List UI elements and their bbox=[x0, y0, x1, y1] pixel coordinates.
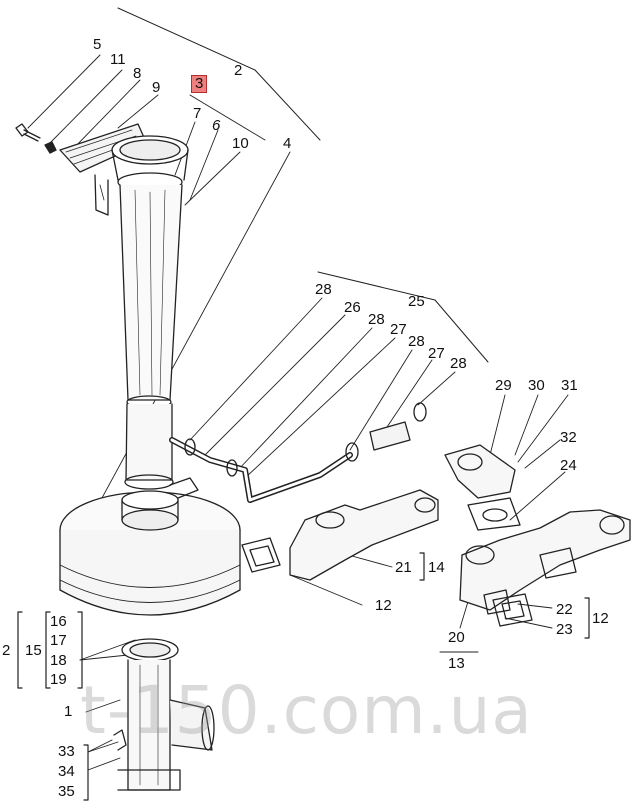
callout-28-b[interactable]: 28 bbox=[368, 311, 385, 328]
leader-lines bbox=[27, 54, 569, 771]
callout-34[interactable]: 34 bbox=[58, 763, 75, 780]
bolt-5 bbox=[15, 123, 41, 142]
callout-17[interactable]: 17 bbox=[50, 632, 67, 649]
callout-29[interactable]: 29 bbox=[495, 377, 512, 394]
callout-24[interactable]: 24 bbox=[560, 457, 577, 474]
callout-35[interactable]: 35 bbox=[58, 783, 75, 800]
callout-6[interactable]: 6 bbox=[212, 117, 221, 134]
callout-28-a[interactable]: 28 bbox=[315, 281, 332, 298]
callout-22[interactable]: 22 bbox=[556, 601, 573, 618]
watermark: t-150.com.ua bbox=[80, 672, 533, 749]
callout-11[interactable]: 11 bbox=[110, 51, 126, 68]
callout-2-left[interactable]: 2 bbox=[2, 642, 11, 659]
callout-14[interactable]: 14 bbox=[428, 559, 445, 576]
callout-13[interactable]: 13 bbox=[448, 655, 465, 672]
manifold-20 bbox=[459, 509, 631, 615]
callout-23[interactable]: 23 bbox=[556, 621, 573, 638]
callout-28-c[interactable]: 28 bbox=[408, 333, 425, 350]
callout-16[interactable]: 16 bbox=[50, 613, 67, 630]
callout-33[interactable]: 33 bbox=[58, 743, 75, 760]
manifold-21 bbox=[289, 489, 439, 581]
callout-20[interactable]: 20 bbox=[448, 629, 465, 646]
callout-27-b[interactable]: 27 bbox=[428, 345, 445, 362]
callout-9[interactable]: 9 bbox=[152, 79, 161, 96]
gasket-12-left bbox=[241, 537, 281, 573]
callout-28-d[interactable]: 28 bbox=[450, 355, 467, 372]
callout-26[interactable]: 26 bbox=[344, 299, 361, 316]
callout-10[interactable]: 10 bbox=[232, 135, 249, 152]
intake-pipe-body bbox=[119, 184, 183, 490]
callout-25[interactable]: 25 bbox=[408, 293, 425, 310]
air-cleaner-body bbox=[59, 477, 241, 616]
callout-12-left[interactable]: 12 bbox=[375, 597, 392, 614]
callout-3-highlighted[interactable]: 3 bbox=[191, 75, 208, 93]
callout-5[interactable]: 5 bbox=[93, 36, 102, 53]
callout-30[interactable]: 30 bbox=[528, 377, 545, 394]
group-bracket-25 bbox=[317, 271, 489, 363]
callout-7[interactable]: 7 bbox=[193, 105, 202, 122]
callout-19[interactable]: 19 bbox=[50, 671, 67, 688]
group-bracket-2 bbox=[117, 7, 321, 141]
callout-15[interactable]: 15 bbox=[25, 642, 42, 659]
lower-pipe-1 bbox=[113, 638, 215, 791]
callout-18[interactable]: 18 bbox=[50, 652, 67, 669]
callout-4[interactable]: 4 bbox=[283, 135, 292, 152]
callout-31[interactable]: 32 bbox=[560, 429, 577, 446]
hose-assembly-25 bbox=[169, 402, 427, 503]
callout-2[interactable]: 2 bbox=[234, 62, 243, 79]
intake-pipe-top bbox=[111, 135, 189, 192]
callout-8[interactable]: 8 bbox=[133, 65, 142, 82]
callout-32[interactable]: 31 bbox=[561, 377, 578, 394]
callout-1[interactable]: 1 bbox=[64, 703, 73, 720]
elbow-29 bbox=[444, 444, 521, 531]
callout-12-right[interactable]: 12 bbox=[592, 610, 609, 627]
callout-21[interactable]: 21 bbox=[395, 559, 412, 576]
left-braces bbox=[17, 552, 590, 801]
washer-11 bbox=[44, 141, 57, 154]
gasket-22 bbox=[492, 593, 533, 627]
callout-27-a[interactable]: 27 bbox=[390, 321, 407, 338]
